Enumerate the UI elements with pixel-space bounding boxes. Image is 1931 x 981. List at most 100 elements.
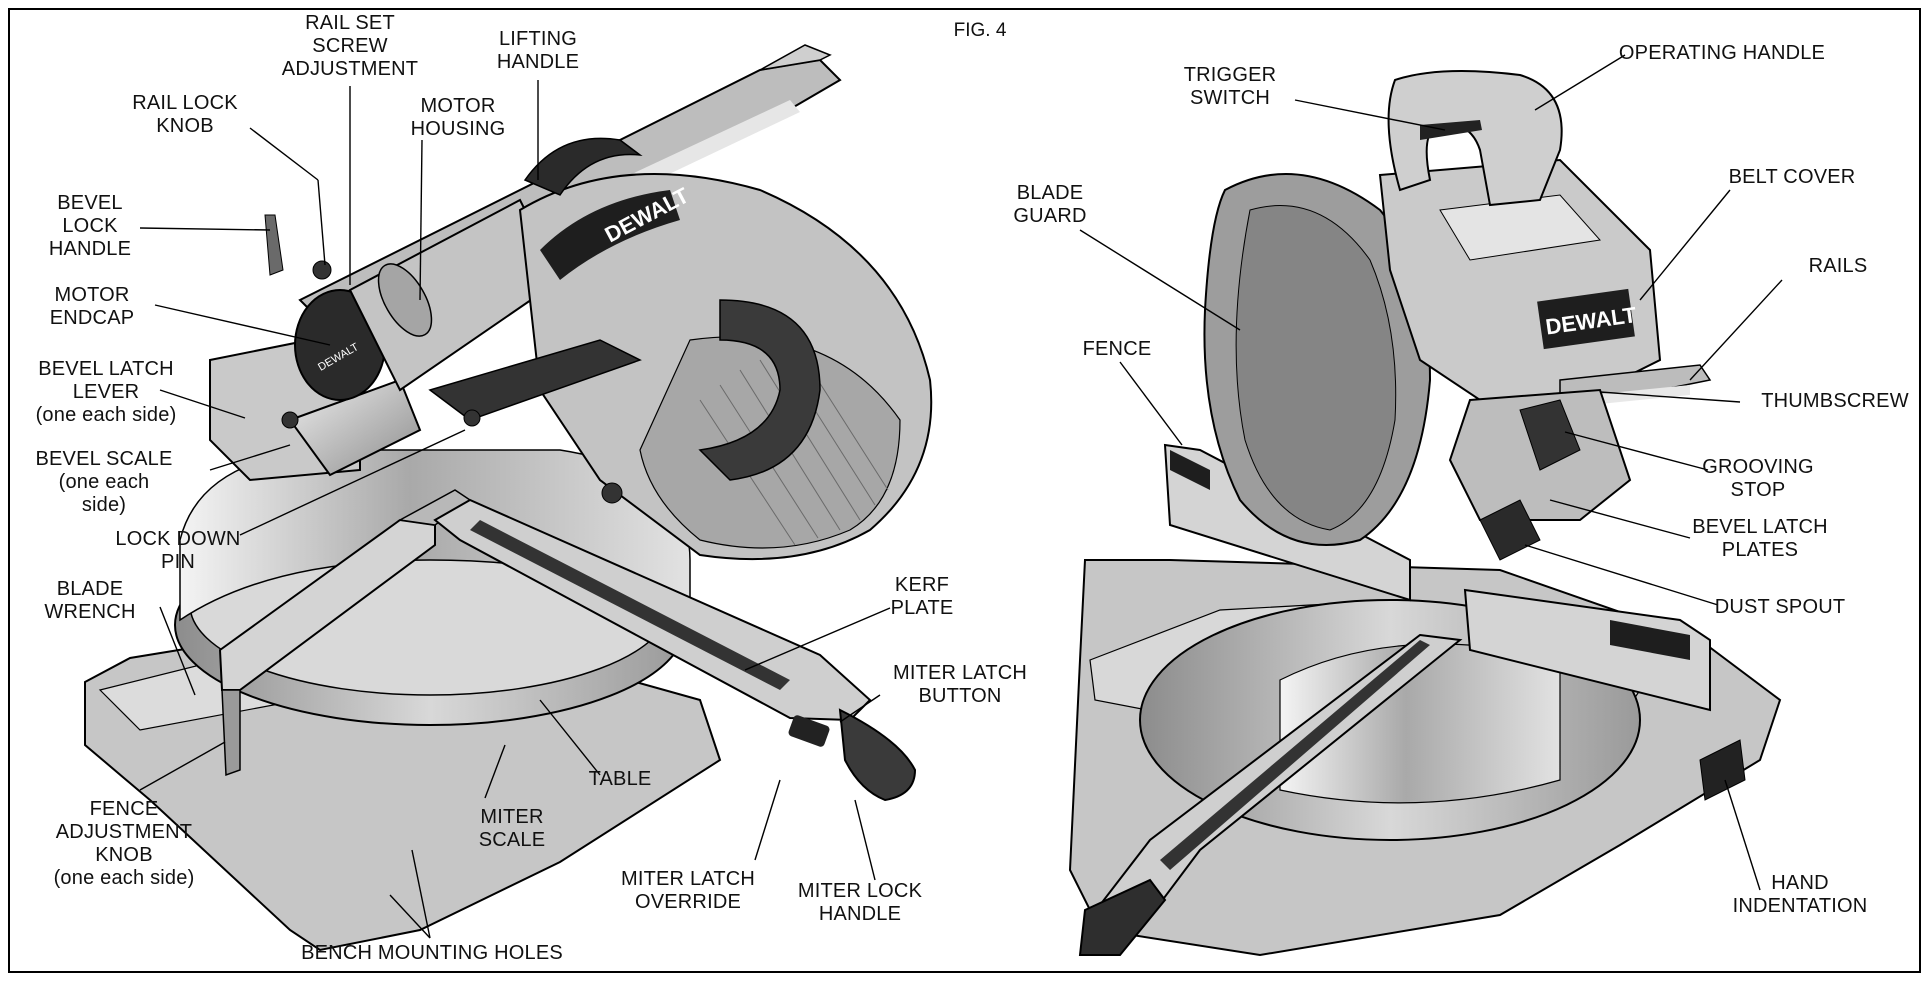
left-miter-lock-handle <box>838 708 917 802</box>
label-bench-mounting-holes: BENCH MOUNTING HOLES <box>301 942 563 965</box>
label-line: PIN <box>161 551 195 573</box>
right-saw: DEWALT <box>1068 70 1782 957</box>
label-line: BENCH MOUNTING HOLES <box>301 942 563 964</box>
left-rail-lock-knob <box>312 260 332 280</box>
label-line: PLATES <box>1721 539 1799 561</box>
label-line: (one each side) <box>53 867 195 889</box>
label-line: BEVEL <box>57 192 123 214</box>
label-line: TABLE <box>588 768 652 790</box>
label-line: FENCE <box>1082 338 1152 360</box>
right-grooving-stop <box>1519 399 1581 471</box>
left-bevel-lock-handle-shape <box>264 214 284 276</box>
label-fence-adjustment-knob: FENCE ADJUSTMENT KNOB (one each side) <box>54 798 195 890</box>
label-operating-handle: OPERATING HANDLE <box>1619 42 1825 65</box>
label-line: BEVEL LATCH <box>1692 516 1828 538</box>
left-saw: DEWALT DEWALT <box>84 44 933 952</box>
left-lifting-handle <box>523 137 643 196</box>
label-line: (one each side) <box>35 404 177 426</box>
label-miter-scale: MITER SCALE <box>479 806 546 852</box>
leader-lines <box>139 54 1783 939</box>
label-line: (one each <box>58 471 150 493</box>
label-line: GUARD <box>1013 205 1087 227</box>
label-line: MITER <box>480 806 544 828</box>
label-line: THUMBSCREW <box>1761 390 1909 412</box>
label-line: LEVER <box>72 381 140 403</box>
label-line: SCREW <box>312 35 388 57</box>
label-line: OVERRIDE <box>634 891 742 913</box>
label-line: KERF <box>894 574 950 596</box>
label-trigger-switch: TRIGGER SWITCH <box>1184 64 1277 110</box>
label-line: SCALE <box>478 829 546 851</box>
label-line: MOTOR <box>420 95 496 117</box>
label-rails: RAILS <box>1809 255 1868 278</box>
label-line: OPERATING HANDLE <box>1618 42 1826 64</box>
label-line: ENDCAP <box>49 307 135 329</box>
label-dust-spout: DUST SPOUT <box>1715 596 1846 619</box>
label-line: MITER LATCH <box>620 868 756 890</box>
label-line: FENCE <box>89 798 159 820</box>
label-line: INDENTATION <box>1732 895 1868 917</box>
label-line: DUST SPOUT <box>1714 596 1846 618</box>
label-miter-lock-handle: MITER LOCK HANDLE <box>798 880 922 926</box>
label-bevel-lock-handle: BEVEL LOCK HANDLE <box>49 192 131 261</box>
label-line: BELT COVER <box>1728 166 1856 188</box>
label-miter-latch-override: MITER LATCH OVERRIDE <box>621 868 755 914</box>
label-line: ADJUSTMENT <box>55 821 193 843</box>
label-miter-latch-button: MITER LATCH BUTTON <box>893 662 1027 708</box>
label-line: MITER LOCK <box>797 880 923 902</box>
label-line: PLATE <box>890 597 954 619</box>
label-line: BEVEL LATCH <box>38 358 174 380</box>
right-fence-right <box>1463 588 1711 712</box>
right-miter-lock-handle <box>1078 878 1167 956</box>
label-line: LOCK DOWN <box>115 528 241 550</box>
label-belt-cover: BELT COVER <box>1729 166 1856 189</box>
label-line: BEVEL SCALE <box>35 448 173 470</box>
label-table: TABLE <box>589 768 652 791</box>
figure-label: FIG. 4 <box>953 20 1007 41</box>
label-motor-endcap: MOTOR ENDCAP <box>50 284 135 330</box>
label-rail-set-screw-adjustment: RAIL SET SCREW ADJUSTMENT <box>282 12 418 81</box>
label-line: TRIGGER <box>1183 64 1277 86</box>
label-rail-lock-knob: RAIL LOCK KNOB <box>132 92 238 138</box>
right-operating-handle <box>1387 70 1563 207</box>
label-motor-housing: MOTOR HOUSING <box>411 95 506 141</box>
label-bevel-latch-plates: BEVEL LATCH PLATES <box>1692 516 1828 562</box>
label-blade-wrench: BLADE WRENCH <box>44 578 135 624</box>
label-line: MITER LATCH <box>892 662 1028 684</box>
figure-frame <box>8 8 1921 973</box>
label-line: SWITCH <box>1189 87 1271 109</box>
label-line: HANDLE <box>48 238 132 260</box>
right-brand-badge <box>1537 288 1635 350</box>
label-hand-indentation: HAND INDENTATION <box>1733 872 1868 918</box>
label-line: LIFTING <box>498 28 578 50</box>
label-bevel-scale: BEVEL SCALE (one each side) <box>35 448 172 517</box>
label-line: STOP <box>1730 479 1786 501</box>
label-lock-down-pin: LOCK DOWN PIN <box>115 528 240 574</box>
left-brand-badge <box>540 190 680 280</box>
label-bevel-latch-lever: BEVEL LATCH LEVER (one each side) <box>36 358 177 427</box>
label-lifting-handle: LIFTING HANDLE <box>497 28 579 74</box>
label-line: HANDLE <box>496 51 580 73</box>
label-line: HOUSING <box>410 118 506 140</box>
label-line: MOTOR <box>54 284 130 306</box>
label-line: RAIL SET <box>305 12 395 34</box>
label-line: ADJUSTMENT <box>281 58 419 80</box>
label-line: KNOB <box>156 115 214 137</box>
label-line: WRENCH <box>44 601 136 623</box>
label-line: LOCK <box>62 215 118 237</box>
label-line: KNOB <box>95 844 153 866</box>
label-thumbscrew: THUMBSCREW <box>1761 390 1909 413</box>
label-line: RAILS <box>1808 255 1868 277</box>
label-line: BLADE <box>56 578 124 600</box>
label-kerf-plate: KERF PLATE <box>891 574 954 620</box>
label-line: BUTTON <box>918 685 1002 707</box>
label-line: BLADE <box>1016 182 1084 204</box>
label-line: HAND <box>1771 872 1829 894</box>
label-line: HANDLE <box>818 903 902 925</box>
label-fence: FENCE <box>1083 338 1152 361</box>
label-line: RAIL LOCK <box>132 92 238 114</box>
left-lower-guard <box>698 299 821 481</box>
label-blade-guard: BLADE GUARD <box>1013 182 1086 228</box>
